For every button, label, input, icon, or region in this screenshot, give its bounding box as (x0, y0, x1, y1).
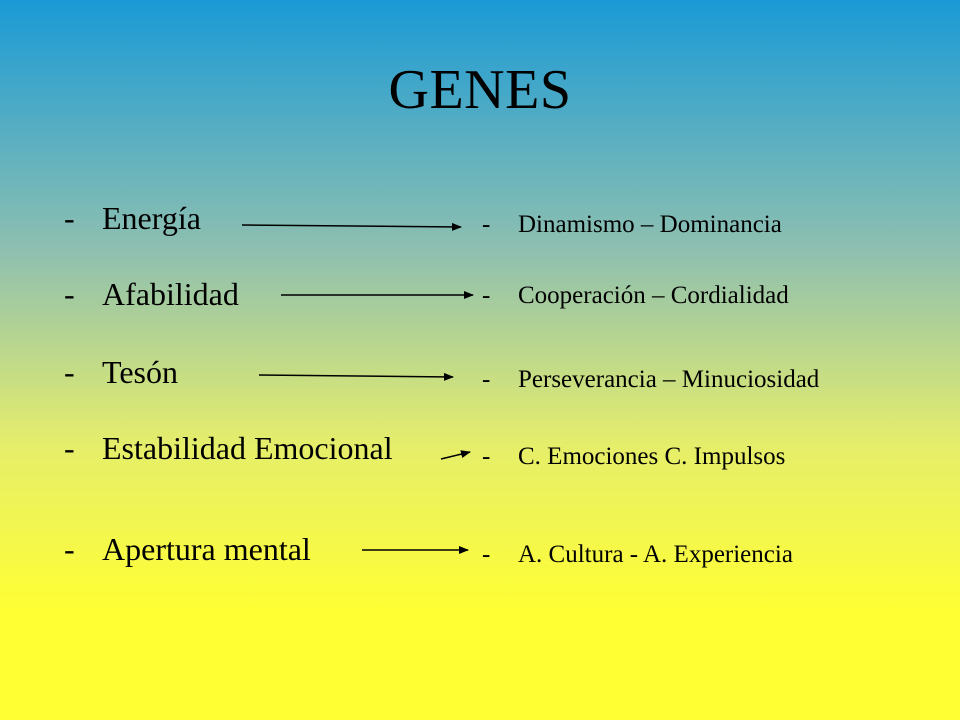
facet-label: C. Emociones C. Impulsos (518, 443, 786, 470)
trait-label: Afabilidad (102, 276, 239, 312)
bullet-dash: - (64, 200, 75, 236)
bullet-dash: - (64, 430, 75, 466)
trait-label: Estabilidad Emocional (102, 430, 393, 466)
facet-teson: -Perseverancia – Minuciosidad (482, 367, 819, 392)
bullet-dash: - (64, 531, 75, 567)
trait-label: Apertura mental (102, 531, 311, 567)
bullet-dash: - (482, 366, 491, 393)
trait-afabilidad: -Afabilidad (64, 278, 239, 310)
facet-energia: -Dinamismo – Dominancia (482, 212, 782, 237)
trait-label: Tesón (102, 354, 178, 390)
facet-label: A. Cultura - A. Experiencia (518, 541, 793, 568)
arrow-right-icon (258, 372, 454, 381)
facet-apertura-mental: -A. Cultura - A. Experiencia (482, 542, 793, 567)
slide-title: GENES (388, 59, 572, 121)
bullet-dash: - (64, 354, 75, 390)
bullet-dash: - (482, 443, 491, 470)
bullet-dash: - (482, 211, 491, 238)
bullet-dash: - (482, 282, 491, 309)
bullet-dash: - (482, 541, 491, 568)
facet-label: Dinamismo – Dominancia (518, 211, 782, 238)
trait-energia: -Energía (64, 202, 201, 234)
arrow-right-icon (241, 222, 462, 231)
facet-afabilidad: -Cooperación – Cordialidad (482, 283, 789, 308)
trait-estabilidad-emocional: -Estabilidad Emocional (64, 432, 393, 464)
facet-label: Cooperación – Cordialidad (518, 282, 789, 309)
bullet-dash: - (64, 276, 75, 312)
trait-teson: -Tesón (64, 356, 178, 388)
facet-estabilidad-emocional: -C. Emociones C. Impulsos (482, 444, 785, 469)
trait-label: Energía (102, 200, 201, 236)
facet-label: Perseverancia – Minuciosidad (518, 366, 820, 393)
arrow-right-icon (440, 450, 471, 460)
trait-apertura-mental: -Apertura mental (64, 533, 311, 565)
